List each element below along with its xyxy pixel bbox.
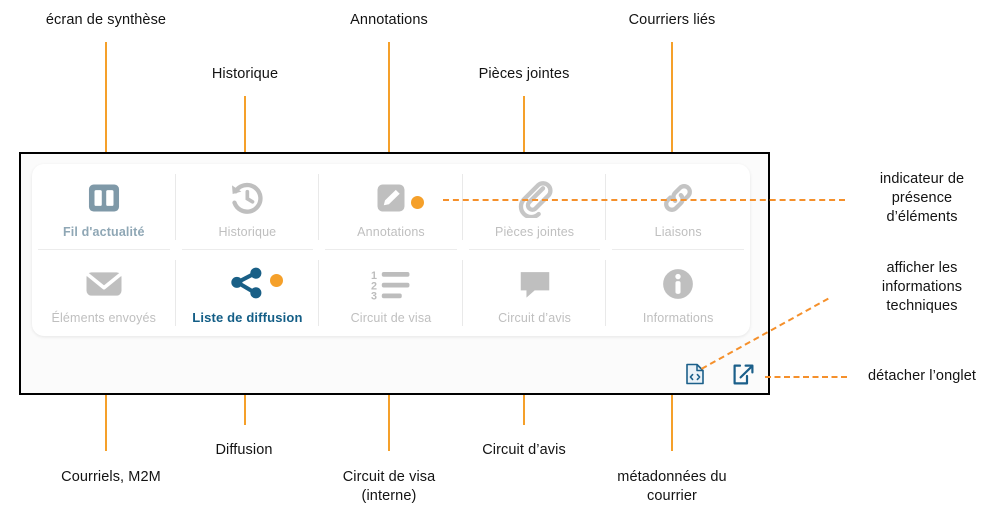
connector-line-metadonnees bbox=[671, 395, 673, 451]
leader-line-indicateur-de-presence bbox=[443, 199, 845, 201]
numbered-list-icon: 1 2 3 bbox=[368, 262, 414, 306]
tab-liste-de-diffusion[interactable]: Liste de diffusion bbox=[176, 250, 320, 336]
share-icon bbox=[224, 261, 270, 305]
tab-circuit-de-visa[interactable]: 1 2 3 Circuit de visa bbox=[319, 250, 463, 336]
dashboard-icon bbox=[81, 176, 127, 220]
tab-circuit-davis[interactable]: Circuit d’avis bbox=[463, 250, 607, 336]
callout-circuit-de-visa: Circuit de visa (interne) bbox=[342, 469, 436, 504]
tab-annotations[interactable]: Annotations bbox=[319, 164, 463, 250]
tab-label: Fil d'actualité bbox=[62, 224, 145, 239]
callout-circuit-davis: Circuit d’avis bbox=[482, 442, 566, 458]
tab-label: Liaisons bbox=[654, 224, 702, 239]
history-icon bbox=[224, 176, 270, 220]
svg-text:2: 2 bbox=[371, 280, 377, 292]
presence-indicator-dot bbox=[269, 274, 283, 287]
tab-label: Annotations bbox=[357, 224, 425, 239]
paperclip-icon bbox=[512, 176, 558, 220]
connector-line-diffusion bbox=[244, 395, 246, 425]
connector-line-courriers-lies bbox=[671, 42, 673, 152]
connector-line-circuit-davis bbox=[523, 395, 525, 425]
tab-informations[interactable]: Informations bbox=[606, 250, 750, 336]
connector-line-ecran-de-synthese bbox=[105, 42, 107, 152]
document-tabs-panel: Fil d'actualité Historique bbox=[19, 152, 770, 395]
callout-annotations: Annotations bbox=[350, 12, 428, 28]
callout-detacher-longlet: détacher l’onglet bbox=[867, 368, 977, 384]
tab-label: Informations bbox=[642, 310, 714, 325]
tab-grid: Fil d'actualité Historique bbox=[32, 164, 750, 336]
tab-historique[interactable]: Historique bbox=[176, 164, 320, 250]
callout-ecran-de-synthese: écran de synthèse bbox=[45, 12, 167, 28]
tab-fil-dactualite[interactable]: Fil d'actualité bbox=[32, 164, 176, 250]
tab-elements-envoyes[interactable]: Éléments envoyés bbox=[32, 250, 176, 336]
tab-label: Liste de diffusion bbox=[192, 310, 303, 325]
callout-courriels-m2m: Courriels, M2M bbox=[61, 469, 161, 485]
connector-line-courriels-m2m bbox=[105, 395, 107, 451]
callout-diffusion: Diffusion bbox=[215, 442, 273, 458]
callout-indicateur-de-presence: indicateur de présence d’éléments bbox=[879, 171, 965, 225]
tab-label: Circuit de visa bbox=[350, 310, 432, 325]
tab-label: Pièces jointes bbox=[494, 224, 575, 239]
connector-line-pieces-jointes bbox=[523, 96, 525, 152]
external-link-icon[interactable] bbox=[732, 363, 754, 385]
link-icon bbox=[655, 176, 701, 220]
connector-line-circuit-de-visa bbox=[388, 395, 390, 451]
pencil-icon bbox=[368, 176, 414, 220]
svg-text:1: 1 bbox=[371, 269, 377, 281]
comment-icon bbox=[512, 262, 558, 306]
tab-label: Historique bbox=[218, 224, 277, 239]
callout-pieces-jointes: Pièces jointes bbox=[478, 66, 570, 82]
tab-label: Circuit d’avis bbox=[498, 310, 572, 325]
tab-liaisons[interactable]: Liaisons bbox=[606, 164, 750, 250]
presence-indicator-dot bbox=[411, 196, 425, 209]
callout-historique: Historique bbox=[211, 66, 279, 82]
svg-text:3: 3 bbox=[371, 290, 377, 300]
callout-afficher-informations-techniques: afficher les informations techniques bbox=[881, 260, 963, 314]
tab-label: Éléments envoyés bbox=[51, 310, 157, 325]
leader-line-detacher-longlet bbox=[765, 376, 847, 378]
panel-actions bbox=[684, 363, 754, 385]
callout-courriers-lies: Courriers liés bbox=[628, 12, 716, 28]
connector-line-historique bbox=[244, 96, 246, 152]
connector-line-annotations bbox=[388, 42, 390, 152]
file-code-icon[interactable] bbox=[684, 363, 706, 385]
callout-metadonnees-du-courrier: métadonnées du courrier bbox=[617, 469, 727, 504]
tab-pieces-jointes[interactable]: Pièces jointes bbox=[463, 164, 607, 250]
info-icon bbox=[655, 262, 701, 306]
envelope-icon bbox=[81, 262, 127, 306]
